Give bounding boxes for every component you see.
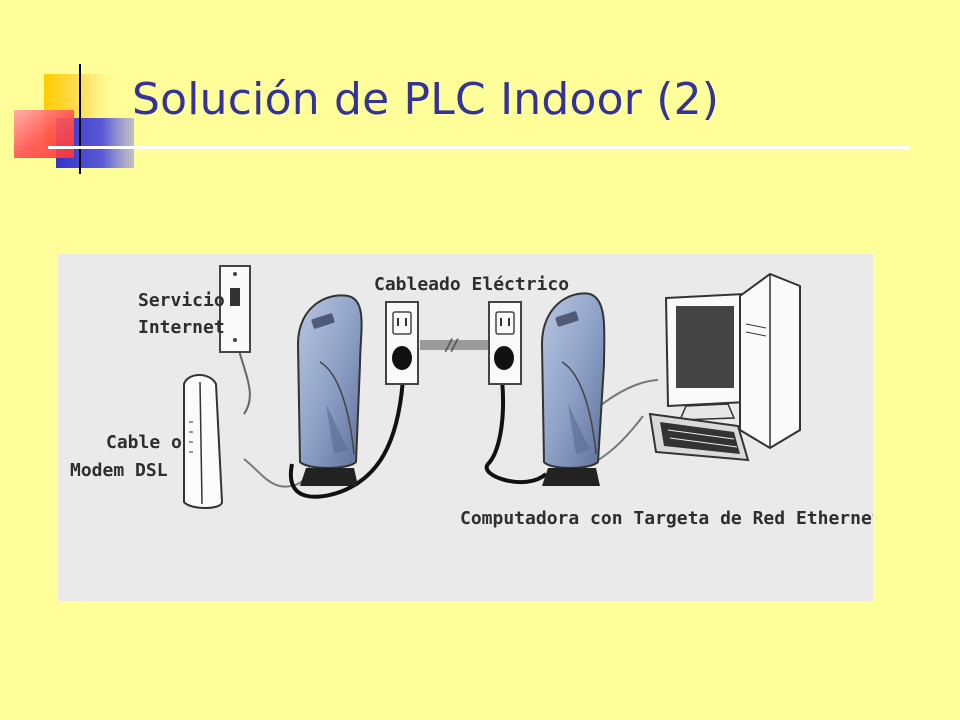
wall-jack-icon — [219, 265, 251, 353]
label-internet-service-1: Servicio — [138, 290, 225, 311]
title-rule — [48, 146, 910, 149]
plc-adapter-icon — [540, 292, 606, 486]
plc-adapter-icon — [296, 294, 363, 486]
deco-red-square — [14, 110, 74, 158]
label-internet-service-2: Internet — [138, 317, 225, 338]
label-modem-1: Cable o — [106, 432, 182, 453]
wall-mains-link — [420, 340, 488, 350]
pc-tower-icon — [739, 272, 801, 450]
power-outlet-icon — [385, 301, 419, 385]
label-electrical-wiring: Cableado Eléctrico — [374, 274, 569, 295]
cable-modem-icon — [183, 374, 224, 509]
plc-diagram-canvas: // Servicio Internet Cable o Modem DSL — [58, 254, 873, 601]
label-computer: Computadora con Targeta de Red Ethernet — [460, 508, 873, 529]
wiring-break-mark: // — [444, 335, 459, 354]
corner-decoration — [14, 64, 134, 174]
label-modem-2: Modem DSL — [70, 460, 168, 481]
monitor-icon — [664, 292, 748, 421]
page-title: Solución de PLC Indoor (2) — [132, 74, 720, 125]
cable-adapter1-to-outlet — [288, 378, 405, 499]
power-outlet-icon — [488, 301, 522, 385]
cable-outlet2-to-adapter2 — [484, 378, 548, 485]
plc-diagram: // Servicio Internet Cable o Modem DSL — [58, 254, 873, 601]
keyboard-icon — [648, 412, 750, 462]
